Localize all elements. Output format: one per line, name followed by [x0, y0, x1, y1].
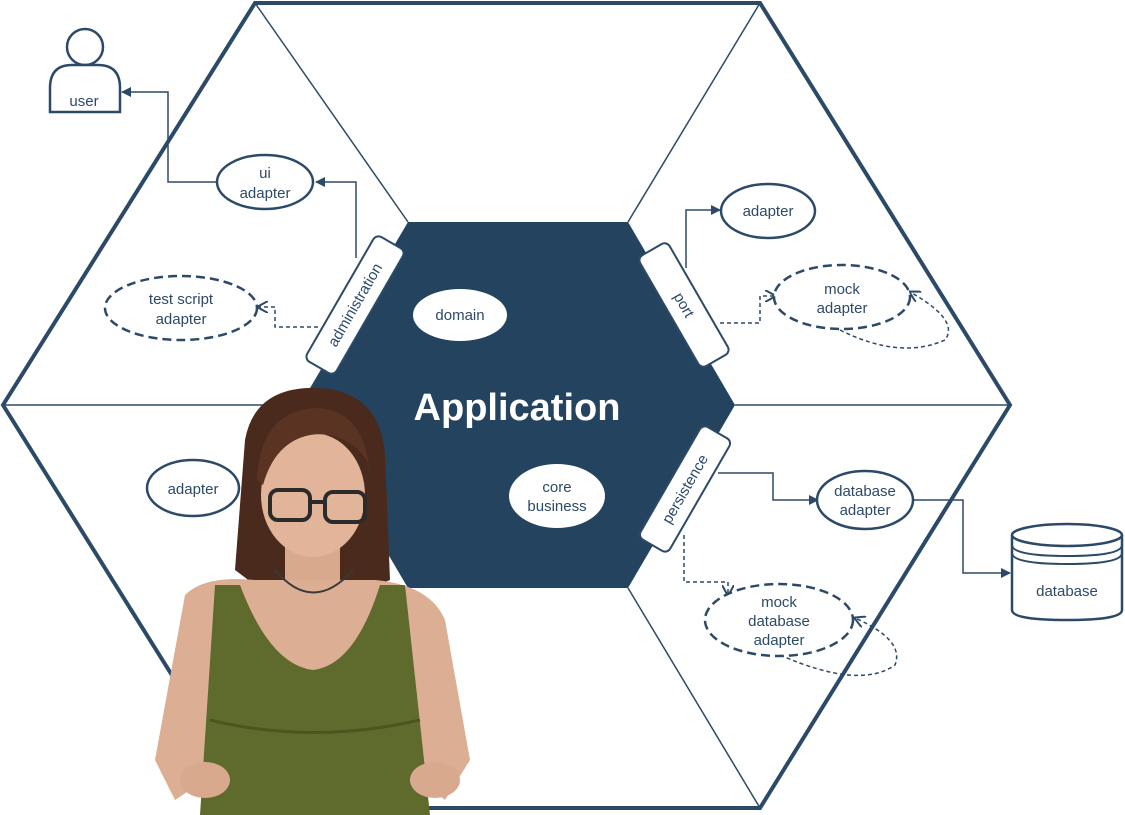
- connector-mock-adapter-loop: [839, 292, 950, 349]
- adapter-bottom-left-bubble: adapter: [145, 458, 241, 518]
- mock-adapter-bubble: mock adapter: [772, 263, 912, 331]
- mock-database-adapter-line1: mock: [761, 594, 797, 611]
- person-dress-seam: [209, 718, 421, 734]
- divider-top-left: [254, 2, 409, 223]
- connector-mock-db-loop: [779, 618, 898, 677]
- person-hand-right: [410, 762, 460, 798]
- mock-adapter-line2: adapter: [817, 300, 868, 317]
- connector-port-to-adapter: [685, 205, 721, 268]
- domain-label: domain: [435, 307, 484, 324]
- person-dress: [200, 585, 430, 815]
- mock-adapter-line1: mock: [824, 281, 860, 298]
- glasses-icon: [268, 488, 367, 524]
- database-adapter-line2: adapter: [840, 502, 891, 519]
- ui-adapter-bubble: ui adapter: [215, 153, 315, 211]
- user-icon: user: [48, 27, 122, 114]
- person-face: [261, 433, 365, 557]
- test-script-adapter-bubble: test script adapter: [103, 274, 259, 342]
- connector-ui-adapter-to-user: [121, 87, 216, 183]
- adapter-top-right-label: adapter: [743, 203, 794, 220]
- core-business-bubble: core business: [509, 464, 605, 528]
- connector-persistence-to-db-adapter: [718, 472, 819, 505]
- person-hand-left: [180, 762, 230, 798]
- ui-adapter-line2: adapter: [240, 185, 291, 202]
- mock-database-adapter-line2: database: [748, 613, 810, 630]
- database-icon: database: [1010, 522, 1124, 622]
- connector-admin-to-test-script: [258, 307, 318, 328]
- core-hexagon: [300, 222, 735, 588]
- core-business-line1: core: [542, 479, 571, 496]
- database-adapter-bubble: database adapter: [815, 469, 915, 531]
- database-label: database: [1036, 583, 1098, 600]
- core-business-line2: business: [527, 498, 586, 515]
- mock-database-adapter-line3: adapter: [754, 632, 805, 649]
- port-port: port: [638, 242, 730, 368]
- adapter-top-right-bubble: adapter: [719, 182, 817, 240]
- adapter-bottom-left-label: adapter: [168, 481, 219, 498]
- database-adapter-line1: database: [834, 483, 896, 500]
- user-label: user: [69, 93, 98, 110]
- mock-database-adapter-bubble: mock database adapter: [703, 582, 855, 658]
- connector-db-adapter-to-database: [913, 499, 1011, 578]
- connector-persistence-to-mock-db: [683, 535, 728, 595]
- ui-adapter-line1: ui: [259, 165, 271, 182]
- test-script-adapter-line1: test script: [149, 291, 214, 308]
- application-title: Application: [414, 387, 621, 429]
- person-necklace: [274, 569, 354, 594]
- person-photo-overlay: [155, 387, 470, 815]
- test-script-adapter-line2: adapter: [156, 311, 207, 328]
- domain-bubble: domain: [413, 289, 507, 341]
- divider-top-right: [627, 2, 761, 223]
- person-hair-front: [257, 408, 370, 485]
- connector-admin-to-ui-adapter: [315, 177, 357, 258]
- divider-bottom-right: [627, 587, 761, 809]
